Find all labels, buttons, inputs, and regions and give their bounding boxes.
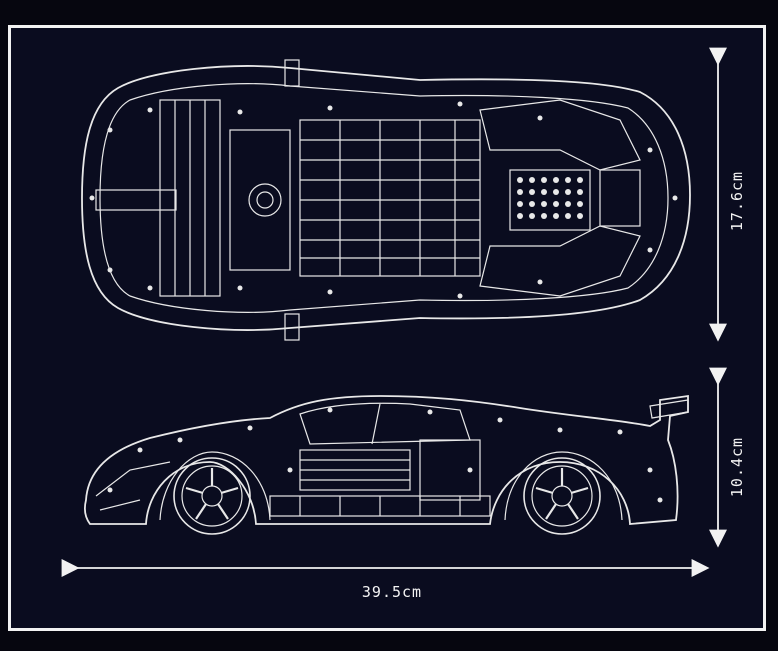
blueprint-frame bbox=[8, 25, 766, 631]
side-view-height-label: 10.4cm bbox=[728, 436, 746, 498]
length-label: 39.5cm bbox=[361, 583, 423, 601]
top-view-height-label: 17.6cm bbox=[728, 170, 746, 232]
car-top-view bbox=[81, 59, 691, 341]
car-side-view bbox=[83, 394, 689, 535]
